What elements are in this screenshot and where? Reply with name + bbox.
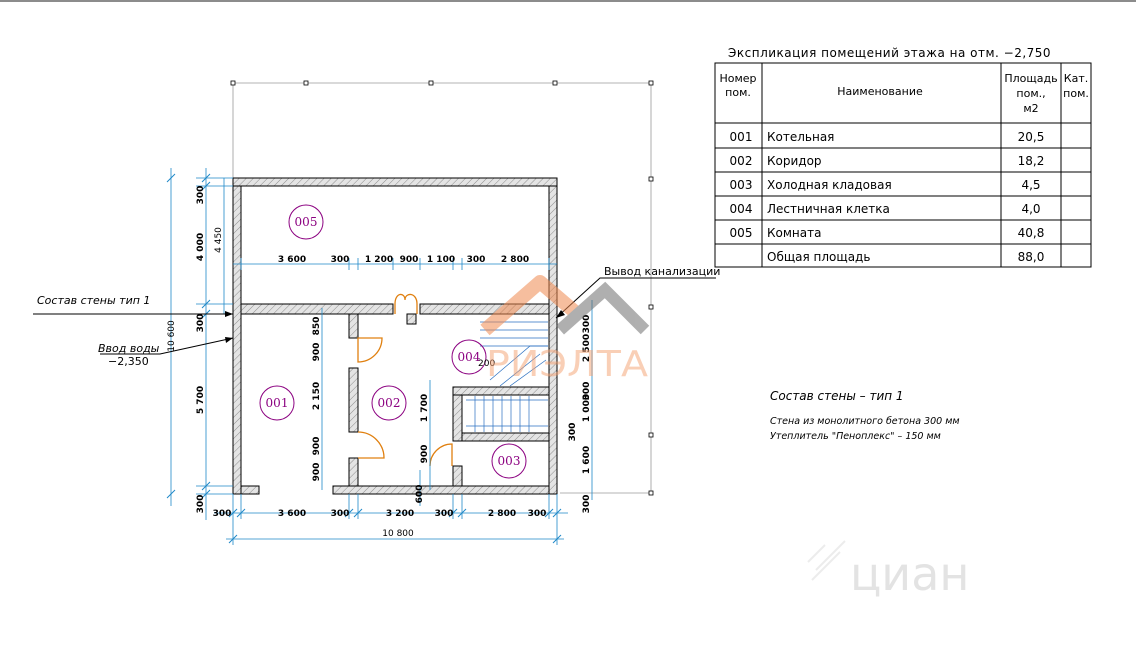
row-3-area: 4,5: [1021, 178, 1040, 192]
cian-watermark-logo: [807, 540, 846, 581]
dim-left-4450: 4 450: [214, 227, 224, 253]
dim-inner-4: 900: [400, 255, 419, 265]
walls: [232, 177, 558, 495]
row-2-number: 002: [730, 154, 753, 168]
dim-inner-6: 300: [467, 255, 486, 265]
room-label-004: 004: [458, 350, 481, 364]
row-2-name: Коридор: [767, 154, 822, 168]
cian-watermark-text: циан: [850, 547, 969, 601]
water-in-label: Ввод воды: [98, 342, 160, 355]
explication-rows: 001 Котельная 20,5 002 Коридор 18,2 003 …: [730, 130, 1045, 264]
rielta-watermark-text: РИЭЛТА: [486, 344, 648, 385]
row-1-name: Котельная: [767, 130, 834, 144]
dim-inner-2: 300: [331, 255, 350, 265]
dim-right-3: 300: [582, 382, 592, 401]
dimension-lines: [170, 168, 593, 545]
dim-inner-3: 1 200: [365, 255, 393, 265]
dim-bottom-1: 300: [213, 509, 232, 519]
dim-inner-left-4: 900: [312, 437, 322, 456]
row-4-area: 4,0: [1021, 202, 1040, 216]
dim-bottom-600: 600: [415, 485, 425, 504]
header-name: Наименование: [837, 85, 923, 98]
row-3-name: Холодная кладовая: [767, 178, 892, 192]
dim-bottom-2: 3 600: [278, 509, 306, 519]
dim-inner-left-5: 900: [312, 463, 322, 482]
sewer-arrow: [556, 310, 565, 318]
dim-bottom-3: 300: [331, 509, 350, 519]
dim-inner-5: 1 100: [427, 255, 455, 265]
top-border-line: [0, 0, 1136, 2]
row-4-name: Лестничная клетка: [767, 202, 890, 216]
dim-bottom-4: 3 200: [386, 509, 414, 519]
row-2-area: 18,2: [1018, 154, 1045, 168]
row-3-number: 003: [730, 178, 753, 192]
dim-left-5: 300: [196, 495, 206, 514]
dim-left-3: 300: [196, 314, 206, 333]
room-label-005: 005: [295, 215, 318, 229]
dim-left-1: 300: [196, 186, 206, 205]
dim-inner-left-2: 900: [312, 343, 322, 362]
row-5-name: Комната: [767, 226, 821, 240]
dim-mid-1: 1 700: [420, 394, 430, 422]
water-level-label: −2,350: [108, 355, 149, 368]
wall-type-arrow: [225, 311, 233, 317]
dim-bottom-5: 300: [435, 509, 454, 519]
dim-right-6: 1 600: [582, 446, 592, 474]
water-arrow: [225, 337, 233, 343]
row-1-number: 001: [730, 130, 753, 144]
explication-title: Экспликация помещений этажа на отм. −2,7…: [728, 46, 1051, 60]
dim-mid-2: 900: [420, 445, 430, 464]
dim-left-total: 10 600: [167, 320, 177, 352]
dim-right-2: 2 500: [582, 334, 592, 362]
header-category-2: пом.: [1063, 87, 1089, 100]
room-label-001: 001: [266, 396, 289, 410]
dimension-ticks: [166, 173, 562, 544]
header-category-1: Кат.: [1064, 72, 1088, 85]
dim-inner-1: 3 600: [278, 255, 306, 265]
wall-note-title: Состав стены – тип 1: [770, 389, 904, 403]
dim-inner-7: 2 800: [501, 255, 529, 265]
room-label-003: 003: [498, 454, 521, 468]
dim-bottom-total: 10 800: [382, 529, 414, 539]
dim-left-2: 4 000: [196, 233, 206, 261]
dim-inner-left-1: 850: [312, 317, 322, 336]
dim-right-4: 1 000: [582, 394, 592, 422]
wall-note-line-2: Утеплитель "Пеноплекс" – 150 мм: [770, 431, 941, 442]
dim-bottom-7: 300: [528, 509, 547, 519]
wall-type-label: Состав стены тип 1: [37, 294, 150, 307]
stair-mark: 200: [478, 359, 495, 369]
rielta-watermark-logo: [480, 275, 650, 336]
header-area-2: пом.,: [1016, 87, 1045, 100]
header-area-3: м2: [1023, 102, 1038, 115]
doors: [357, 293, 453, 467]
room-markers: [259, 204, 527, 479]
header-area-1: Площадь: [1004, 72, 1057, 85]
total-area: 88,0: [1018, 250, 1045, 264]
dim-right-5: 300: [568, 423, 578, 442]
dim-right-7: 300: [582, 495, 592, 514]
dim-left-4: 5 700: [196, 386, 206, 414]
room-label-002: 002: [378, 396, 401, 410]
row-5-number: 005: [730, 226, 753, 240]
wall-note-line-1: Стена из монолитного бетона 300 мм: [770, 416, 960, 427]
header-number-1: Номер: [719, 72, 756, 85]
plan-frame: [230, 80, 654, 496]
header-number-2: пом.: [725, 86, 751, 99]
row-1-area: 20,5: [1018, 130, 1045, 144]
row-5-area: 40,8: [1018, 226, 1045, 240]
dim-inner-left-3: 2 150: [312, 382, 322, 410]
explication-table-grid: [714, 62, 1092, 268]
total-name: Общая площадь: [767, 250, 870, 264]
dim-bottom-6: 2 800: [488, 509, 516, 519]
row-4-number: 004: [730, 202, 753, 216]
sewer-out-label: Вывод канализации: [604, 265, 720, 278]
dim-right-1: 300: [582, 315, 592, 334]
